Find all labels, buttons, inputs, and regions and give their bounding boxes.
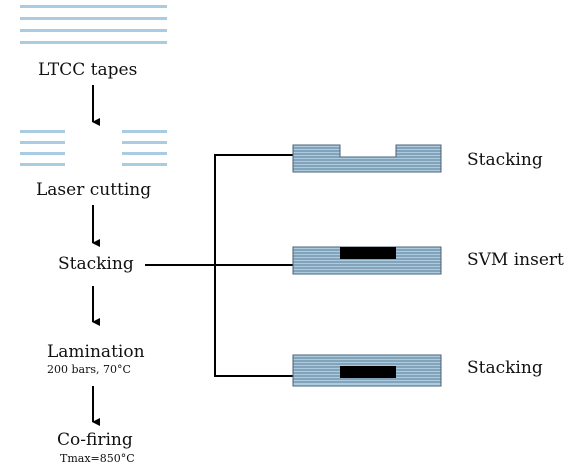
stack-stage-cavity [292,144,442,173]
cut-tape-strip [20,163,65,166]
step-lamination-conditions: 200 bars, 70°C [47,363,131,376]
svm-insert-block [340,366,396,378]
cut-tape-strip [122,152,167,155]
stage-stacking-label: Stacking [467,150,543,170]
cut-tape-strip [122,163,167,166]
step-laser-cutting-label: Laser cutting [36,180,152,200]
step-ltcc-tapes-label: LTCC tapes [38,60,138,80]
laser-cut-tapes-icon [20,130,167,166]
tape-strip [20,5,167,8]
tape-strip [20,41,167,44]
stack-stage-embedded [292,354,442,387]
cut-tape-strip [122,130,167,133]
step-lamination-label: Lamination [47,342,145,362]
tape-strip [20,17,167,20]
stage-svm-insert-label: SVM insert [467,250,564,270]
step-co-firing-label: Co-firing [57,430,133,450]
svm-insert-block [340,247,396,259]
step-stacking-label: Stacking [58,254,134,274]
stack-stage-svm-insert [292,246,442,275]
ltcc-tapes-icon [20,5,167,44]
bracket-connector [145,154,293,377]
cut-tape-strip [122,141,167,144]
step-co-firing-conditions: Tmax=850°C [60,452,135,465]
cut-tape-strip [20,152,65,155]
connector-bracket [214,154,293,377]
cut-tape-strip [20,141,65,144]
tape-strip [20,29,167,32]
stage-stacking-final-label: Stacking [467,358,543,378]
cut-tape-strip [20,130,65,133]
